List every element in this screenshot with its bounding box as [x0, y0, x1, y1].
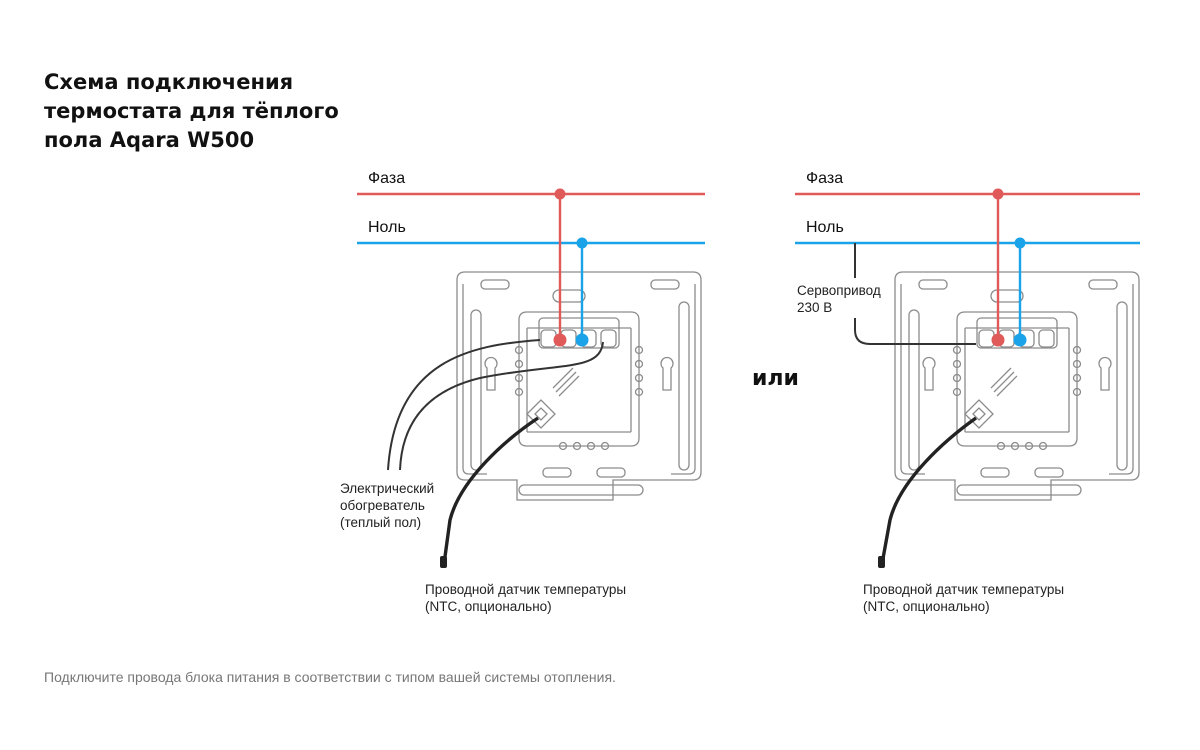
- right-neutral-label: Ноль: [806, 219, 844, 236]
- left-heater-wire-2: [399, 341, 604, 471]
- right-diagram: [795, 188, 1140, 568]
- left-phase-label: Фаза: [368, 170, 406, 187]
- footer-note: Подключите провода блока питания в соотв…: [44, 669, 616, 685]
- right-sensor-probe: [878, 556, 885, 568]
- right-phase-terminal: [991, 333, 1005, 347]
- right-phase-label: Фаза: [806, 170, 844, 187]
- right-phase-junction: [992, 188, 1004, 200]
- left-heater-label: Электрический обогреватель (теплый пол): [340, 481, 435, 530]
- left-mounting-plate: [456, 271, 702, 501]
- left-phase-junction: [554, 188, 566, 200]
- or-label: или: [752, 366, 799, 391]
- left-neutral-junction: [576, 237, 588, 249]
- left-heater-wire-1: [387, 339, 541, 471]
- left-neutral-terminal: [575, 333, 589, 347]
- right-actuator-label: Сервопривод 230 В: [797, 281, 881, 317]
- title-line-3: пола Aqara W500: [44, 128, 255, 152]
- left-sensor-cable: [442, 416, 539, 565]
- left-phase-terminal: [553, 333, 567, 347]
- right-actuator-wire: [854, 243, 976, 345]
- page-title: Схема подключения термостата для тёплого…: [44, 68, 364, 155]
- left-sensor-label: Проводной датчик температуры (NTC, опцио…: [425, 582, 627, 614]
- right-mounting-plate: [894, 271, 1140, 501]
- title-line-1: Схема подключения: [44, 70, 294, 94]
- right-neutral-junction: [1014, 237, 1026, 249]
- left-sensor-probe: [440, 556, 447, 568]
- right-sensor-cable: [880, 416, 977, 565]
- left-diagram: [357, 188, 705, 568]
- left-neutral-label: Ноль: [368, 219, 406, 236]
- right-sensor-label: Проводной датчик температуры (NTC, опцио…: [863, 582, 1065, 614]
- title-line-2: термостата для тёплого: [44, 99, 339, 123]
- right-neutral-terminal: [1013, 333, 1027, 347]
